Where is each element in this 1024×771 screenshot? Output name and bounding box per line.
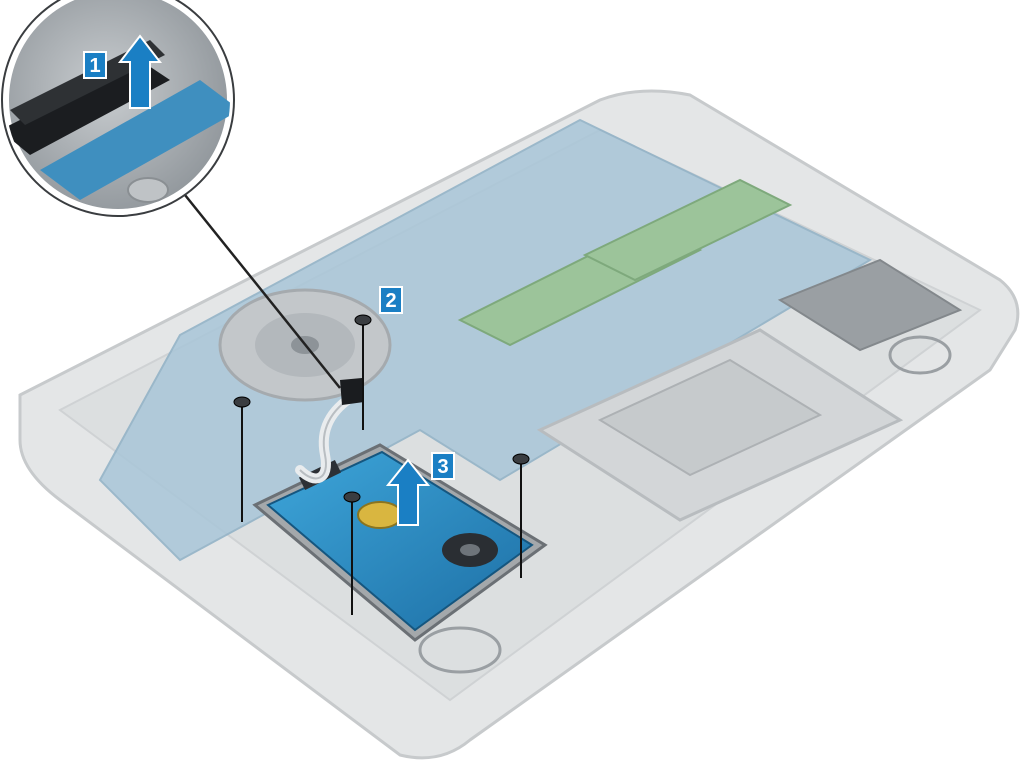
step-number-2: 2 — [385, 290, 396, 312]
step-number-1: 1 — [89, 55, 100, 77]
step-badge-2: 2 — [379, 286, 403, 314]
callout-line — [184, 194, 341, 389]
memory-modules — [457, 178, 793, 347]
step-badge-1: 1 — [83, 51, 107, 79]
zoom-callout — [1, 0, 235, 217]
touchpad-bracket — [536, 328, 904, 522]
screws — [233, 314, 530, 615]
hard-drive-assembly — [252, 443, 548, 642]
up-arrow-icon — [385, 458, 431, 526]
hdd-cable — [295, 378, 364, 484]
screw-icon — [343, 491, 361, 615]
up-arrow-icon — [117, 34, 163, 109]
speaker-area — [418, 258, 963, 674]
screw-icon — [354, 314, 372, 430]
step-number-3: 3 — [437, 456, 448, 478]
step-badge-3: 3 — [431, 452, 455, 480]
screw-icon — [233, 396, 251, 522]
screw-icon — [512, 453, 530, 578]
